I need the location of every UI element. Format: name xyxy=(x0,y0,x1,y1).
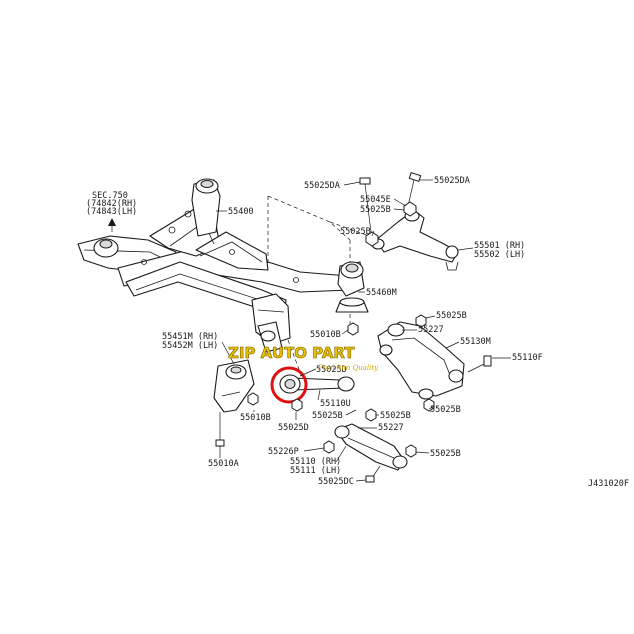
sec-ref-line3: (74843(LH) xyxy=(86,207,137,217)
label-55502: 55502 (LH) xyxy=(474,250,525,260)
toe-link xyxy=(270,366,355,412)
label-55452M: 55452M (LH) xyxy=(162,341,218,351)
label-55460M: 55460M xyxy=(366,288,397,298)
label-55045E: 55045E xyxy=(360,195,391,205)
label-55227-b: 55227 xyxy=(378,423,404,433)
sec-ref-line2: (74842(RH) xyxy=(86,199,137,209)
label-55010B-b: 55010B xyxy=(240,413,271,423)
label-55227-a: 55227 xyxy=(418,325,444,335)
label-55110F: 55110F xyxy=(512,353,543,363)
label-55010A: 55010A xyxy=(208,459,239,469)
label-55025B-g: 55025B xyxy=(430,449,461,459)
label-55025B-a: 55025B xyxy=(360,205,391,215)
label-55110: 55110 (RH) xyxy=(290,457,341,467)
label-55400: 55400 xyxy=(228,207,254,217)
label-55111: 55111 (LH) xyxy=(290,466,341,476)
label-55025B-c: 55025B xyxy=(436,311,467,321)
label-55025B-f: 55025B xyxy=(380,411,411,421)
label-55025B-d: 55025B xyxy=(430,405,461,415)
watermark-brand: ZIP AUTO PART xyxy=(228,344,355,362)
highlighted-bushing xyxy=(270,366,308,404)
label-55501: 55501 (RH) xyxy=(474,241,525,251)
label-55110U: 55110U xyxy=(320,399,351,409)
label-55025D-a: 55025D xyxy=(316,365,347,375)
watermark: ZIP AUTO PART Premium Quality xyxy=(228,344,379,372)
label-55025B-e: 55025B xyxy=(312,411,343,421)
lower-link xyxy=(323,423,417,483)
label-55130M: 55130M xyxy=(460,337,491,347)
callout-labels: SEC.750 (74842(RH) (74843(LH) 55400 5502… xyxy=(86,176,629,489)
label-55451M: 55451M (RH) xyxy=(162,332,218,342)
label-55025D-b: 55025D xyxy=(278,423,309,433)
stay-bracket xyxy=(213,359,259,447)
lower-arm-assembly xyxy=(377,314,492,412)
label-55025B-b: 55025B xyxy=(340,227,371,237)
label-55025DA-left: 55025DA xyxy=(304,181,340,191)
diagram-code: J431020F xyxy=(588,479,629,489)
bump-stopper xyxy=(335,297,369,336)
label-55025DA-right: 55025DA xyxy=(434,176,470,186)
upper-link-assembly xyxy=(359,171,459,271)
sec-ref-line1: SEC.750 xyxy=(92,191,128,201)
label-55025DC: 55025DC xyxy=(318,477,354,487)
label-55010B-a: 55010B xyxy=(310,330,341,340)
suspension-member xyxy=(77,178,365,353)
label-55226P: 55226P xyxy=(268,447,299,457)
watermark-tagline: Premium Quality xyxy=(317,364,379,372)
